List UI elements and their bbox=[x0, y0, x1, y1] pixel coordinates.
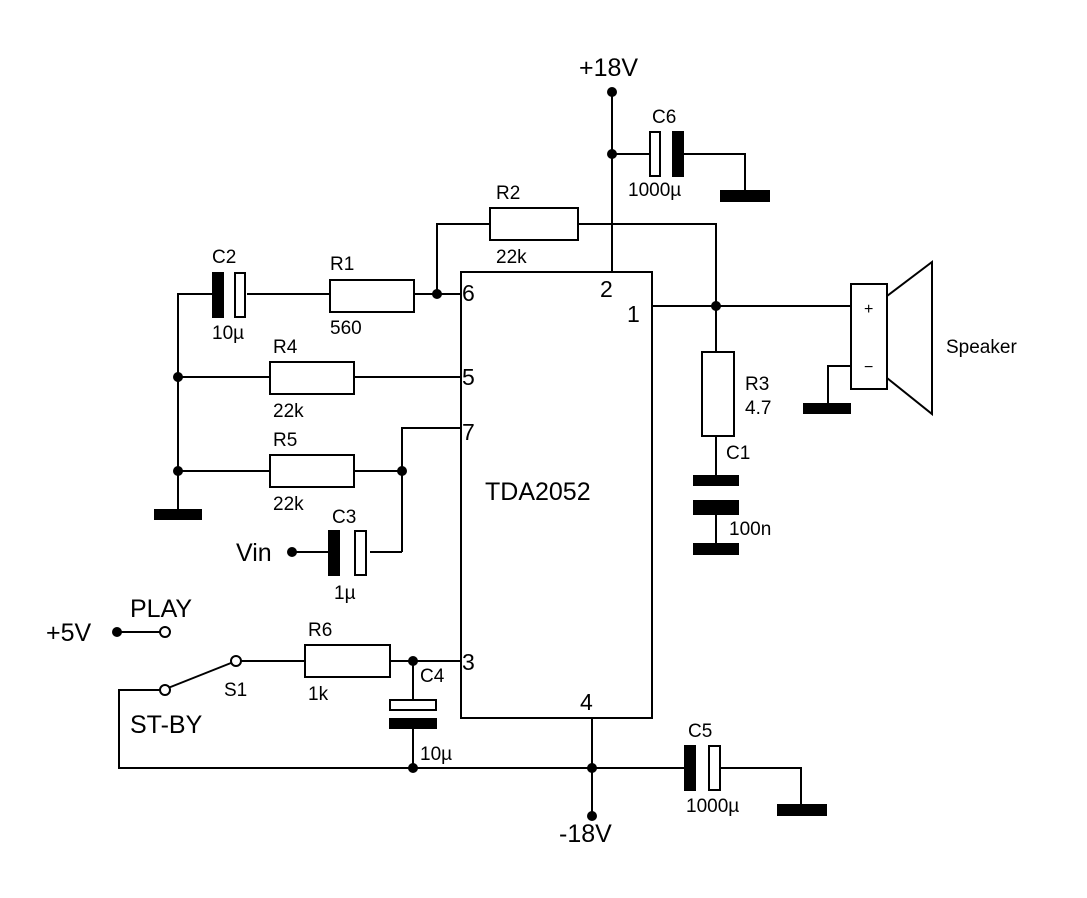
c3-value: 1µ bbox=[334, 583, 356, 604]
ground-input bbox=[154, 509, 202, 520]
ic-pin-3: 3 bbox=[462, 649, 475, 675]
speaker-label: Speaker bbox=[946, 337, 1017, 358]
junction-dot bbox=[587, 763, 597, 773]
junction-dot bbox=[173, 466, 183, 476]
junction-dot bbox=[287, 547, 297, 557]
supply-negative-label: -18V bbox=[559, 820, 612, 848]
switch-standby-contact bbox=[159, 684, 171, 696]
speaker-icon: + − Speaker bbox=[850, 259, 1017, 417]
r5-value: 22k bbox=[273, 494, 304, 515]
r2-value: 22k bbox=[496, 247, 527, 268]
switch-name: S1 bbox=[224, 680, 247, 701]
ic-tda2052: TDA2052 6 2 1 5 7 3 4 bbox=[460, 271, 653, 719]
resistor-r6: R6 1k bbox=[304, 620, 391, 705]
r3-value: 4.7 bbox=[745, 398, 771, 419]
ic-body bbox=[460, 271, 653, 719]
r4-value: 22k bbox=[273, 401, 304, 422]
ground-c1 bbox=[693, 543, 739, 555]
power-labels: +18V -18V +5V Vin bbox=[46, 54, 638, 848]
resistor-r3: R3 4.7 bbox=[701, 351, 771, 437]
ic-pin-4: 4 bbox=[580, 689, 593, 715]
switch-standby-label: ST-BY bbox=[130, 711, 203, 739]
capacitor-c3: C3 1µ bbox=[328, 507, 367, 604]
c6-value: 1000µ bbox=[628, 180, 681, 201]
c2-value: 10µ bbox=[212, 323, 244, 344]
input-label: Vin bbox=[236, 539, 272, 567]
junction-dot bbox=[112, 627, 122, 637]
junction-dot bbox=[408, 656, 418, 666]
capacitor-c1: C1 100n bbox=[693, 443, 771, 540]
capacitor-c2: C2 10µ bbox=[212, 247, 246, 344]
c3-name: C3 bbox=[332, 507, 356, 528]
junction-dots bbox=[112, 87, 721, 821]
resistor-r1: R1 560 bbox=[329, 254, 415, 339]
c6-name: C6 bbox=[652, 107, 676, 128]
junction-dot bbox=[408, 763, 418, 773]
c1-value: 100n bbox=[729, 519, 771, 540]
resistor-r2: R2 22k bbox=[489, 183, 579, 268]
ground-c5 bbox=[777, 804, 827, 816]
junction-dot bbox=[173, 372, 183, 382]
switch-common-contact bbox=[230, 655, 242, 667]
capacitor-c6: C6 1000µ bbox=[628, 107, 684, 201]
c1-name: C1 bbox=[726, 443, 750, 464]
c4-name: C4 bbox=[420, 666, 445, 687]
r6-name: R6 bbox=[308, 620, 332, 641]
r1-value: 560 bbox=[330, 318, 362, 339]
r6-value: 1k bbox=[308, 684, 329, 705]
junction-dot bbox=[587, 811, 597, 821]
ground-symbols bbox=[154, 190, 851, 816]
r1-name: R1 bbox=[330, 254, 354, 275]
capacitor-c4: C4 10µ bbox=[389, 666, 452, 765]
ic-pin-7: 7 bbox=[462, 419, 475, 445]
capacitor-c5: C5 1000µ bbox=[684, 721, 739, 817]
junction-dot bbox=[711, 301, 721, 311]
speaker-plus: + bbox=[864, 301, 873, 318]
ic-pin-1: 1 bbox=[627, 301, 640, 327]
junction-dot bbox=[607, 149, 617, 159]
ic-pin-5: 5 bbox=[462, 364, 475, 390]
supply-positive-label: +18V bbox=[579, 54, 638, 82]
junction-dot bbox=[397, 466, 407, 476]
c5-value: 1000µ bbox=[686, 796, 739, 817]
ic-pin-2: 2 bbox=[600, 276, 613, 302]
c2-name: C2 bbox=[212, 247, 236, 268]
speaker-minus: − bbox=[864, 359, 873, 376]
logic-supply-label: +5V bbox=[46, 619, 92, 647]
r3-name: R3 bbox=[745, 374, 769, 395]
resistor-r5: R5 22k bbox=[269, 430, 355, 515]
c4-value: 10µ bbox=[420, 744, 452, 765]
switch-play-label: PLAY bbox=[130, 595, 192, 623]
r5-name: R5 bbox=[273, 430, 297, 451]
r2-name: R2 bbox=[496, 183, 520, 204]
ground-speaker bbox=[803, 403, 851, 414]
c5-name: C5 bbox=[688, 721, 712, 742]
resistor-r4: R4 22k bbox=[269, 337, 355, 422]
ic-name: TDA2052 bbox=[485, 478, 591, 506]
junction-dot bbox=[607, 87, 617, 97]
junction-dot bbox=[432, 289, 442, 299]
switch-play-contact bbox=[159, 626, 171, 638]
ground-c6 bbox=[720, 190, 770, 202]
ic-pin-6: 6 bbox=[462, 280, 475, 306]
switch-s1: S1 PLAY ST-BY bbox=[130, 595, 247, 739]
r4-name: R4 bbox=[273, 337, 298, 358]
